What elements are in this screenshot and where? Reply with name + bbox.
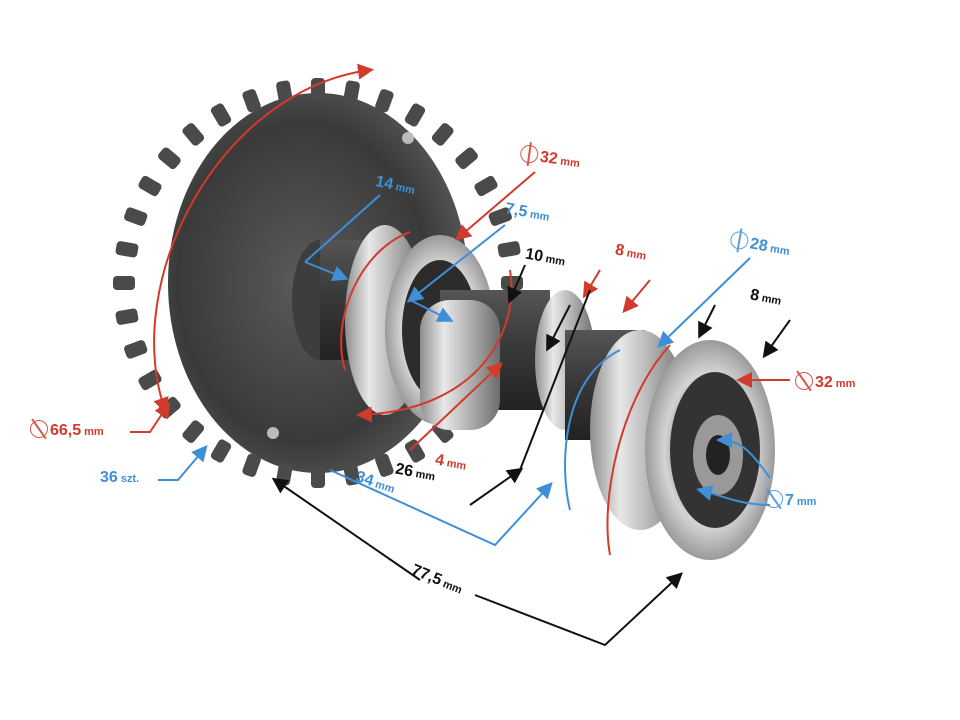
- diameter-icon: [728, 229, 750, 251]
- diameter-icon: [795, 372, 813, 390]
- diameter-icon: [30, 420, 48, 438]
- camshaft: [292, 225, 775, 560]
- diameter-icon: [519, 143, 540, 165]
- diameter-icon: [765, 490, 783, 508]
- dimension-lines: [130, 63, 791, 647]
